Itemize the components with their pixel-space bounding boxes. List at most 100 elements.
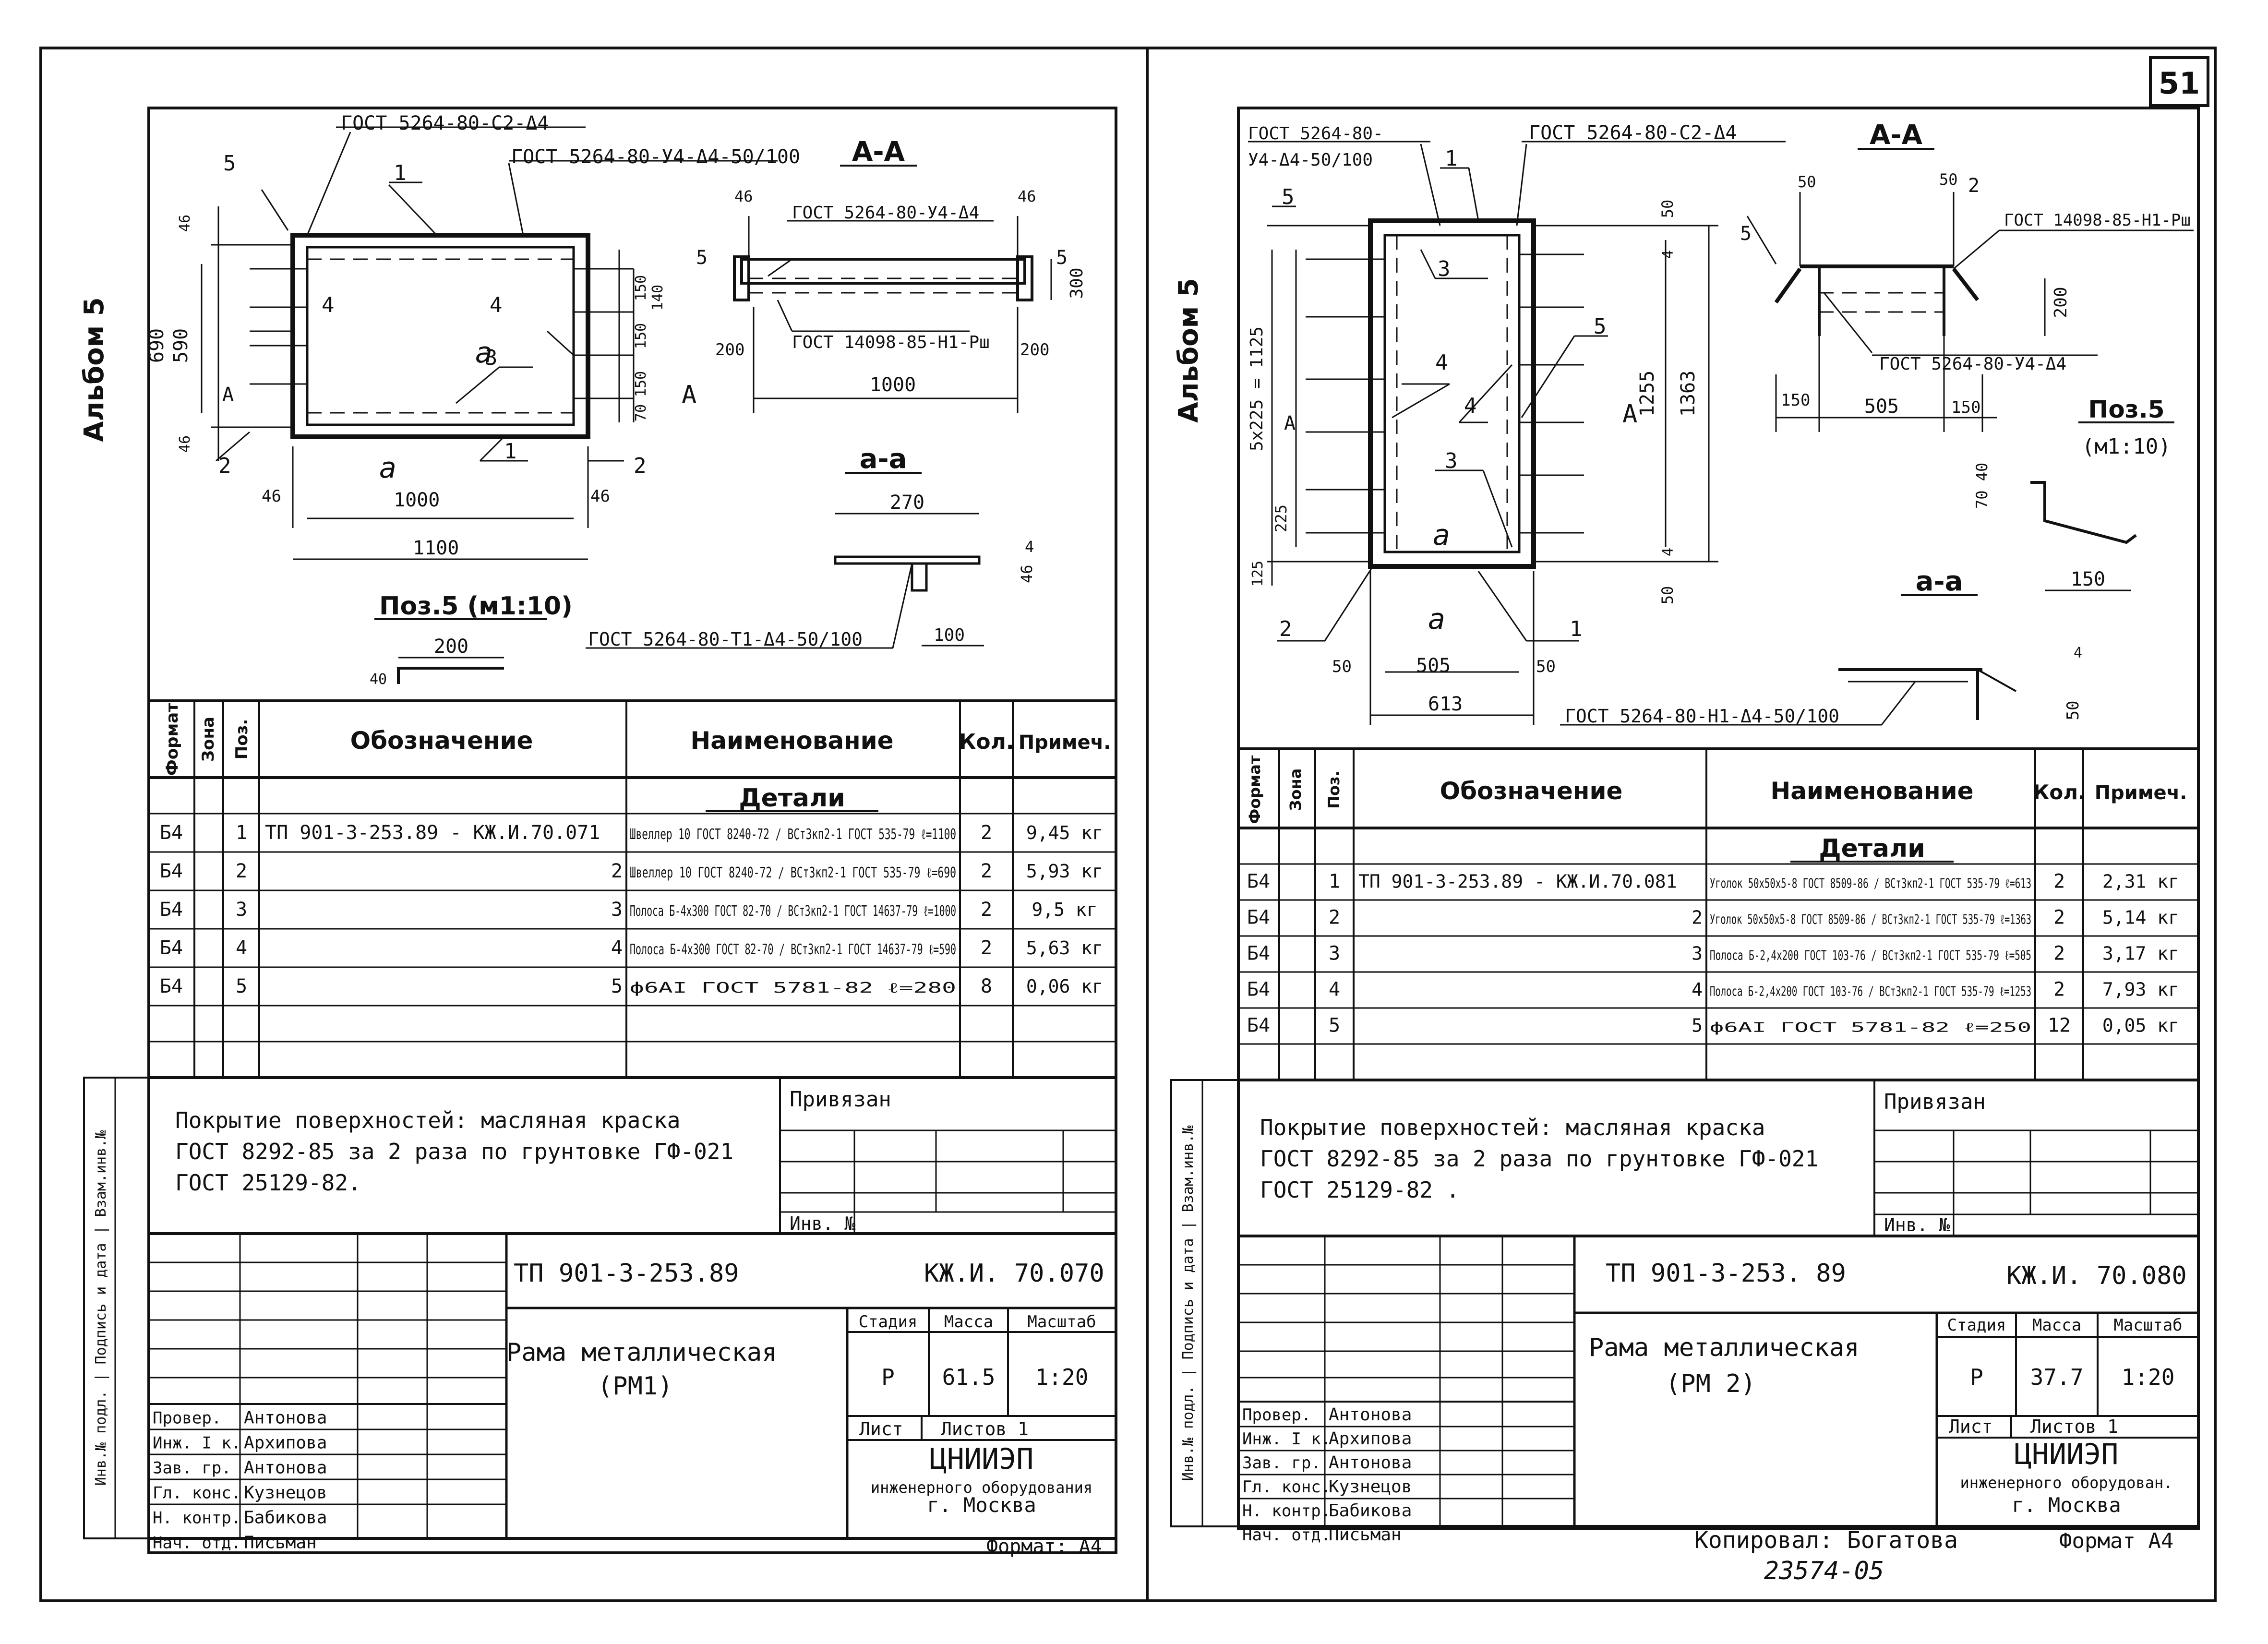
cell-note: 5,93 кг xyxy=(1026,861,1103,882)
staff-row: Н. контр.Бабикова xyxy=(1242,1501,1412,1521)
cell-qty: 2 xyxy=(981,937,992,959)
svg-text:70: 70 xyxy=(633,404,649,421)
dim-frame-height-inner: 1255 xyxy=(1636,371,1658,417)
cell-qty: 2 xyxy=(981,822,992,844)
cell-designation: 4 xyxy=(611,937,623,959)
svg-text:2: 2 xyxy=(634,454,647,478)
detail-dim: 50 xyxy=(2064,701,2083,720)
svg-text:46: 46 xyxy=(1018,187,1036,205)
cut-label-a: а xyxy=(475,336,492,370)
cell-qty: 2 xyxy=(2053,979,2065,1001)
cell-designation: 3 xyxy=(611,899,623,921)
svg-text:Листов 1: Листов 1 xyxy=(2030,1416,2118,1437)
page-number: 51 xyxy=(2159,66,2200,101)
cell-note: 0,05 кг xyxy=(2102,1015,2179,1036)
cut-label-A: А xyxy=(682,381,696,409)
svg-text:5: 5 xyxy=(1056,247,1068,269)
detail-a-a: а-а ГОСТ 5264-80-Н1-Δ4-50/100 50 4 xyxy=(1560,566,2083,750)
staff-role: Нач. отд. xyxy=(1242,1525,1331,1545)
staff-name: Письман xyxy=(1329,1525,1402,1545)
staff-name: Бабикова xyxy=(1329,1501,1412,1521)
doc-title: Рама металлическая xyxy=(1589,1333,1860,1362)
detail-a-a: а-а 270 ГОСТ 5264-80-Т1-Δ4-50/100 100 4 … xyxy=(586,444,1036,650)
dim-frame-height-inner: 590 xyxy=(170,328,192,363)
title-block: ТП 901-3-253.89 КЖ.И. 70.070 Рама металл… xyxy=(147,1232,1117,1558)
detail-title: а-а xyxy=(860,444,907,475)
pos5-dim: 200 xyxy=(434,636,468,658)
bound-label: Привязан xyxy=(1884,1090,1986,1114)
pos5-detail: Поз.5 (м1:10) 200 40 xyxy=(370,592,573,688)
staff-role: Н. контр. xyxy=(1242,1501,1331,1521)
staff-role: Провер. xyxy=(153,1409,221,1428)
svg-text:50: 50 xyxy=(1658,586,1677,605)
staff-name: Бабикова xyxy=(244,1508,327,1528)
svg-text:Формат: Формат xyxy=(163,703,182,776)
svg-text:3: 3 xyxy=(485,346,498,370)
staff-role: Н. контр. xyxy=(153,1509,241,1528)
cell-note: 7,93 кг xyxy=(2102,979,2179,1000)
svg-text:50: 50 xyxy=(1332,657,1352,676)
svg-text:50: 50 xyxy=(1536,657,1556,676)
svg-text:200: 200 xyxy=(1020,340,1049,360)
svg-text:Поз.: Поз. xyxy=(232,719,252,760)
cell-format: Б4 xyxy=(160,975,183,997)
title-block: ТП 901-3-253. 89 КЖ.И. 70.080 Рама метал… xyxy=(1237,1235,2200,1553)
detail-std: ГОСТ 5264-80-Н1-Δ4-50/100 xyxy=(1565,706,1839,727)
staff-name: Письман xyxy=(244,1533,317,1553)
cell-name: ф6АI ГОСТ 5781-82 ℓ=280 xyxy=(630,980,956,996)
section-title: А-А xyxy=(852,136,905,168)
page-number-box: 51 xyxy=(2149,56,2209,107)
svg-text:4: 4 xyxy=(1660,548,1677,556)
cell-name: Уголок 50х50х5-8 ГОСТ 8509-86 / ВСт3кп2-… xyxy=(1710,876,2031,891)
svg-text:Кол.: Кол. xyxy=(959,730,1014,754)
std-top: ГОСТ 5264-80-С2-Δ4 xyxy=(341,112,549,134)
svg-text:Обозначение: Обозначение xyxy=(350,727,533,755)
cell-format: Б4 xyxy=(160,860,183,882)
svg-text:4: 4 xyxy=(490,293,503,317)
svg-text:1:20: 1:20 xyxy=(2122,1364,2175,1390)
cut-label-a-bottom: а xyxy=(379,451,396,485)
doc-code: КЖ.И. 70.080 xyxy=(2006,1261,2187,1290)
frame-elevation: а а А А ГОСТ 5264-80-С2-Δ4 ГОСТ 5264-80-… xyxy=(1247,122,1786,725)
detail-dim: 270 xyxy=(890,492,924,514)
cell-designation: 2 xyxy=(1692,907,1703,928)
section-width: 505 xyxy=(1864,396,1899,418)
staff-role: Гл. конс. xyxy=(153,1484,241,1503)
cell-format: Б4 xyxy=(160,937,183,959)
staff-row: Инж. I к.Архипова xyxy=(153,1433,327,1453)
project-code: ТП 901-3-253.89 xyxy=(514,1259,739,1288)
staff-row: Провер.Антонова xyxy=(1242,1405,1412,1425)
org-name: ЦНИИЭП xyxy=(2015,1438,2119,1471)
cell-pos: 1 xyxy=(236,822,247,844)
cell-note: 9,45 кг xyxy=(1026,822,1103,843)
cell-designation: 2 xyxy=(611,860,623,882)
cell-qty: 12 xyxy=(2048,1015,2071,1037)
cell-format: Б4 xyxy=(1247,979,1270,1001)
std-top: ГОСТ 5264-80-С2-Δ4 xyxy=(1529,122,1737,144)
dim-frame-height-outer: 690 xyxy=(146,328,168,363)
section-std-2: ГОСТ 14098-85-Н1-Рш xyxy=(792,333,990,352)
cell-name: Полоса Б-2,4х200 ГОСТ 103-76 / ВСт3кп2-1… xyxy=(1710,948,2031,963)
svg-text:Стадия: Стадия xyxy=(1947,1316,2006,1335)
svg-text:200: 200 xyxy=(715,340,744,360)
cell-qty: 2 xyxy=(2053,943,2065,965)
cell-pos: 1 xyxy=(1329,871,1340,893)
cell-designation: 5 xyxy=(611,975,623,997)
notes: Покрытие поверхностей: масляная краска Г… xyxy=(1260,1115,1818,1203)
project-code: ТП 901-3-253. 89 xyxy=(1606,1259,1846,1288)
dim-frame-outer: 613 xyxy=(1428,693,1463,715)
staff-role: Зав. гр. xyxy=(1242,1453,1321,1473)
svg-text:Примеч.: Примеч. xyxy=(2095,782,2187,804)
staff-row: Нач. отд.Письман xyxy=(153,1533,317,1553)
staff-name: Антонова xyxy=(244,1408,327,1428)
svg-text:Лист: Лист xyxy=(1949,1416,1993,1437)
dim-frame-height-outer: 1363 xyxy=(1677,371,1699,417)
bound-label: Привязан xyxy=(790,1087,891,1112)
